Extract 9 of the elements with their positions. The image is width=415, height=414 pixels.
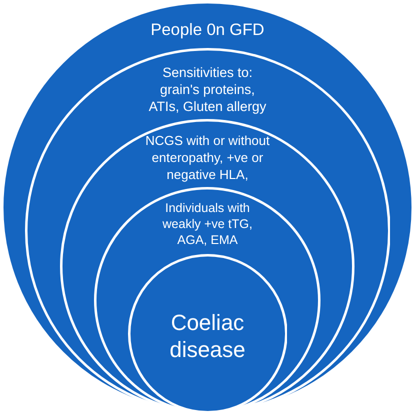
category-circle [128, 254, 288, 414]
category-circle [60, 119, 355, 414]
category-circle [24, 48, 390, 414]
circle-label: Coeliac disease [168, 309, 246, 363]
circle-label: NCGS with or without enteropathy, +ve or negative HLA, [144, 132, 271, 183]
circle-label: Individuals with weakly +ve tTG, AGA, EMA [162, 200, 254, 248]
circle-label: Sensitivities to: grain's proteins, ATIs, Gluten allergy [148, 64, 268, 115]
circle-label: People 0n GFD [150, 20, 266, 40]
category-circle [94, 187, 321, 414]
